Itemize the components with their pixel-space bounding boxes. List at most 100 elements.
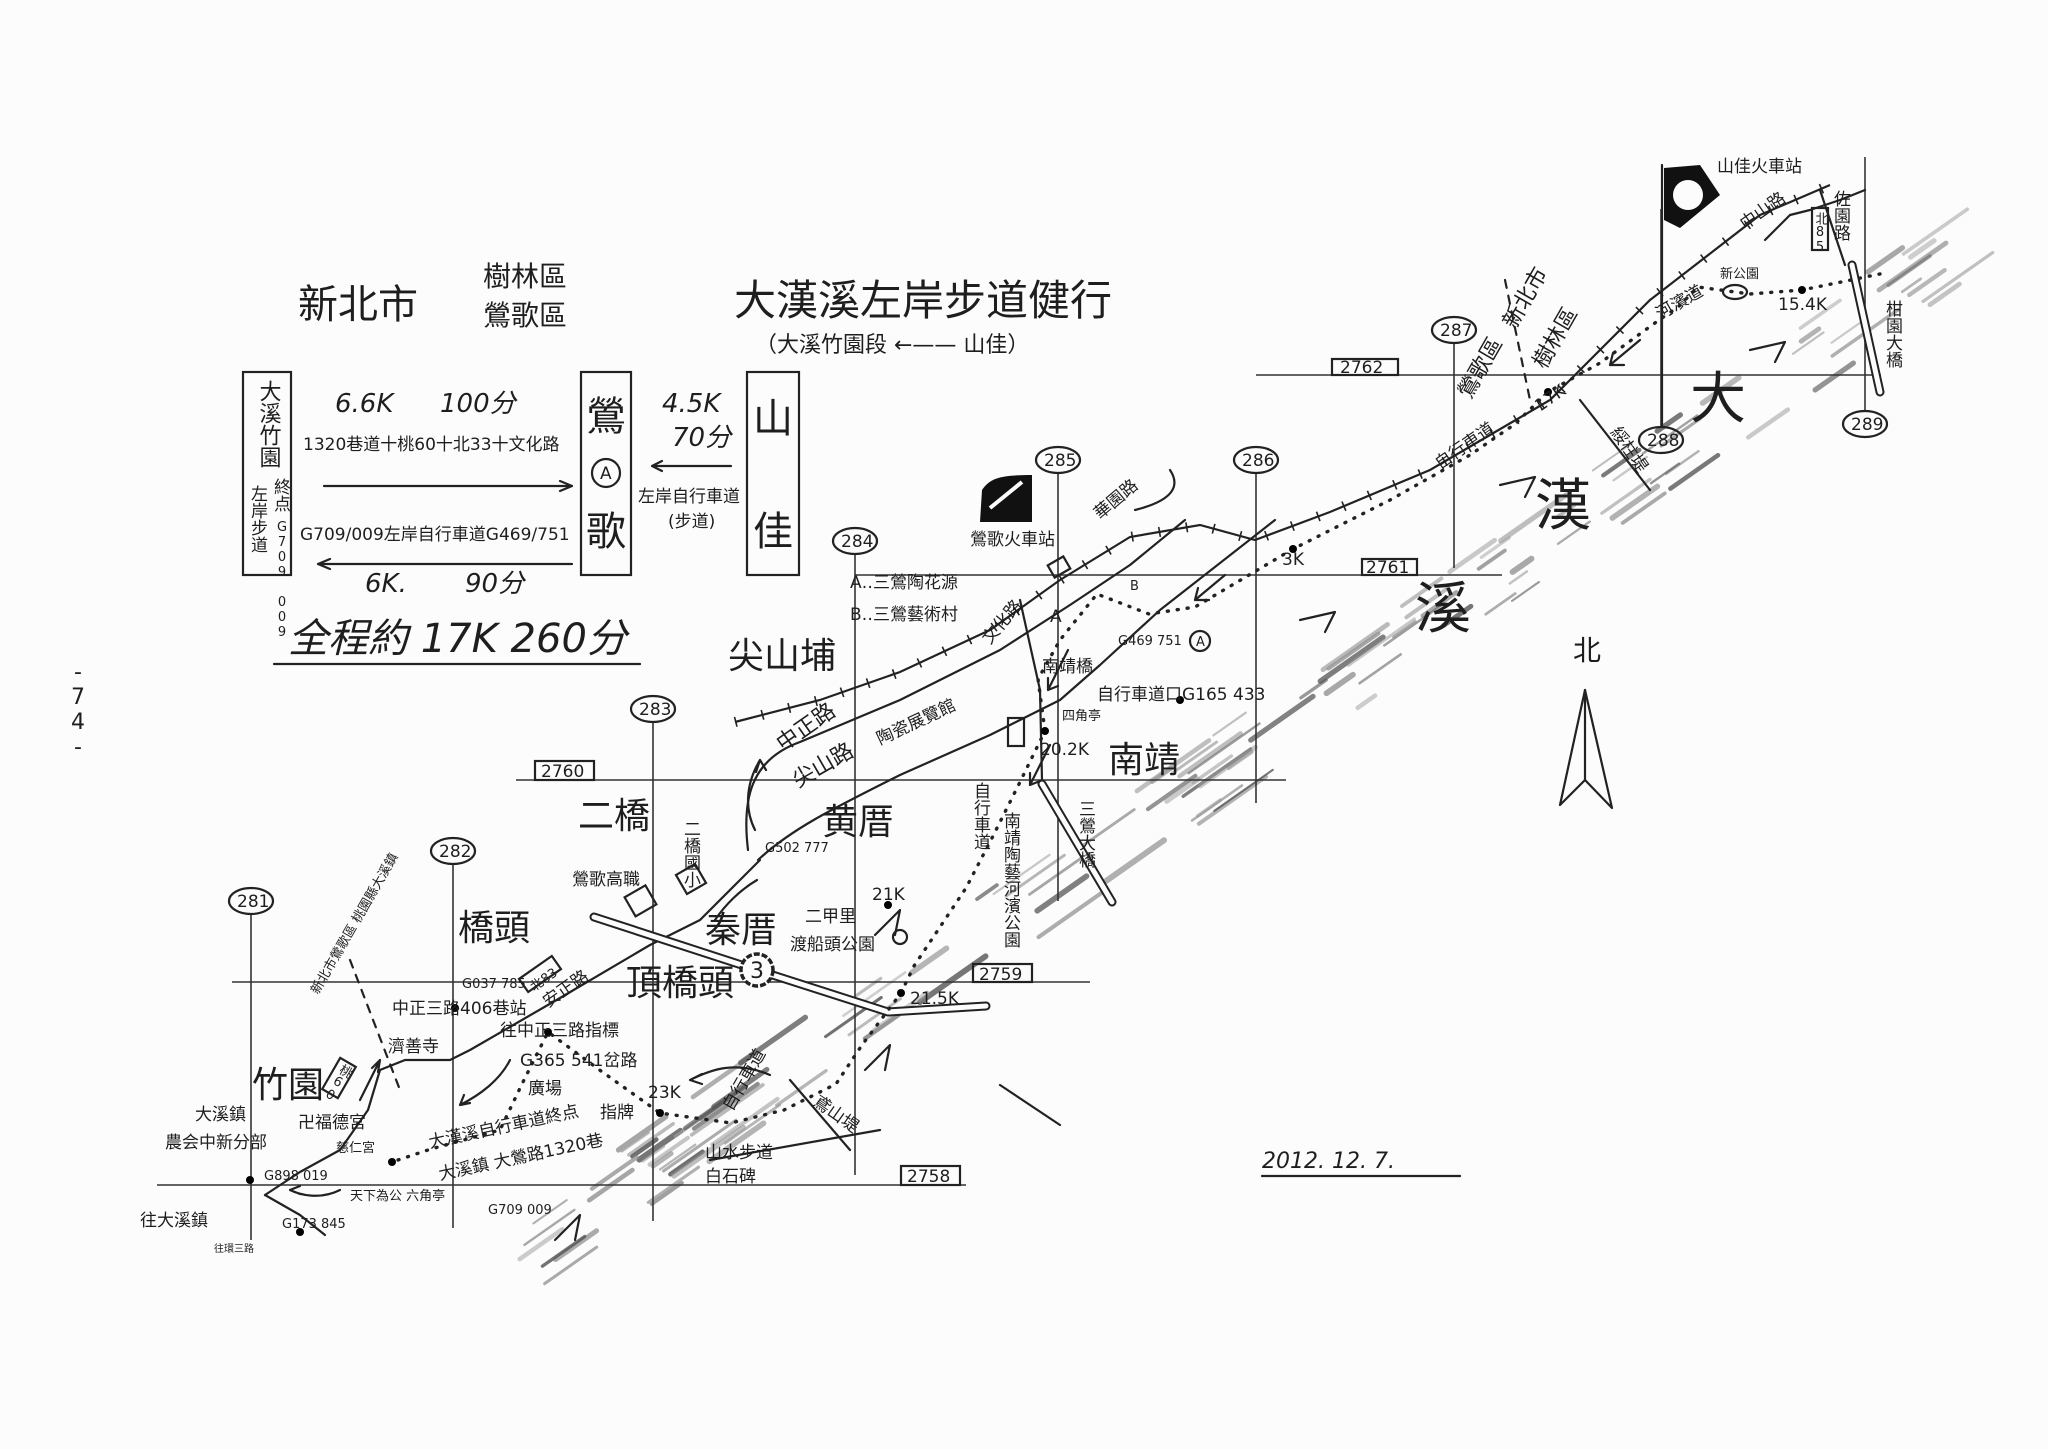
legend-a: A‥三鶯陶花源 — [850, 573, 958, 593]
leg-west-back-time: 90分 — [465, 569, 526, 599]
label-to-zhongzheng3: 往中正三路指標 — [500, 1021, 619, 1041]
river-hatch-stroke — [1927, 281, 1962, 308]
label-to-road: 往環三路 — [214, 1242, 254, 1255]
river-hatch-stroke — [1447, 537, 1497, 575]
river-hatch-stroke — [1609, 483, 1661, 521]
label-to-daxi: 往大溪鎮 — [140, 1211, 208, 1231]
river-hatch-stroke — [1028, 855, 1086, 896]
river-hatch-stroke — [1476, 548, 1507, 571]
river-hatch-stroke — [1699, 374, 1742, 406]
direction-arrows — [288, 338, 1642, 1197]
grid-col-287: 287 — [1440, 321, 1472, 341]
drawing-date: 2012. 12. 7. — [1262, 1149, 1395, 1174]
river-hatch-stroke — [690, 1053, 755, 1100]
place-nanjing: 南靖 — [1108, 740, 1180, 781]
grid-col-284: 284 — [841, 532, 873, 552]
label-zuoyuan-rd: 佐園路 — [1830, 190, 1851, 241]
river-hatch-stroke — [1145, 773, 1198, 812]
river-hatch-stroke — [615, 1114, 669, 1153]
river-hatch-stroke — [1082, 808, 1136, 847]
leg-east-time: 70分 — [672, 423, 733, 453]
label-bikeway-upper: 自行車道 — [970, 782, 991, 850]
river-hatch-stroke — [1907, 238, 1937, 260]
river-hatch-stroke — [658, 1143, 697, 1171]
label-zhongzheng3-stop: 中正三路406巷站 — [392, 999, 526, 1019]
leg-east-route: 左岸自行車道 — [638, 487, 740, 507]
district-shulin: 樹林區 — [483, 260, 567, 293]
river-hatch-stroke — [523, 1208, 576, 1247]
ganyuan-bridge — [1847, 260, 1885, 397]
place-erqiao: 二橋 — [578, 796, 650, 837]
label-shanjia-station: 山佳火車站 — [1717, 157, 1802, 177]
river-hatch-stroke — [1659, 417, 1702, 448]
label-hexagon-pavilion: 天下為公 六角亭 — [350, 1188, 445, 1204]
shanjia-station-icon — [1660, 163, 1720, 429]
label-shanshui-trail: 山水步道 — [705, 1143, 773, 1163]
grid-col-288: 288 — [1647, 431, 1679, 451]
river-hatch-stroke — [1392, 620, 1418, 639]
start-name: 大溪竹園 — [256, 380, 282, 468]
river-hatch-stroke — [1812, 360, 1856, 393]
river-hatch-stroke — [689, 1083, 765, 1137]
highway-3-shield-icon: 3 — [739, 952, 775, 988]
marker-a-road: A — [1050, 607, 1062, 627]
yingge-station-icon — [980, 475, 1032, 522]
yingge-marker: A — [600, 464, 612, 484]
shanjia-bottom: 佳 — [753, 509, 793, 555]
label-fude-temple: 卍福德宮 — [298, 1113, 366, 1133]
place-dingqiaotou: 頂橋頭 — [626, 963, 734, 1004]
school-building-icon — [623, 883, 658, 918]
marker-b: B — [1130, 579, 1139, 594]
river-hatch-stroke — [1921, 250, 1995, 304]
district-boundary — [1503, 278, 1532, 402]
park-icon — [891, 928, 909, 946]
river-hatch-stroke — [649, 1180, 684, 1206]
pond-icon — [1721, 283, 1749, 301]
river-hatch-stroke — [532, 1199, 568, 1225]
river-hatch-stroke — [1668, 452, 1721, 491]
river-hatch-stroke — [862, 1012, 901, 1041]
river-hatch-stroke — [1508, 570, 1529, 585]
river-hatch-stroke — [1441, 603, 1474, 628]
school-building-icon — [674, 862, 708, 896]
leg-east-distance: 4.5K — [662, 389, 722, 419]
label-23k: 23K — [648, 1083, 682, 1103]
river-hatch-stroke — [1620, 491, 1667, 525]
bei83-box — [517, 954, 563, 994]
label-pavilion: 四角亭 — [1062, 708, 1101, 724]
river-hatch-stroke — [775, 1069, 828, 1107]
label-white-stone: 白石碑 — [705, 1167, 756, 1187]
river-hatch-stroke — [1600, 477, 1652, 515]
river-hatch-stroke — [540, 1234, 587, 1268]
place-qiaotou: 橋頭 — [458, 908, 530, 949]
label-21-5k: 21.5K — [910, 989, 960, 1009]
river-hatch-stroke — [517, 1226, 565, 1262]
grid-col-289: 289 — [1851, 415, 1883, 435]
legend-b: B‥三鶯藝術村 — [850, 605, 958, 625]
river-hatch-stroke — [738, 1014, 809, 1066]
label-bike-entrance: 自行車道口G165 433 — [1097, 685, 1265, 705]
label-15-4k: 15.4K — [1778, 295, 1828, 315]
trail-points — [246, 286, 1806, 1236]
river-hatch-stroke — [711, 1066, 770, 1110]
label-zhongshan-rd: 中山路 — [1736, 188, 1789, 234]
river-hatch-stroke — [1420, 590, 1459, 618]
label-erqiao-school: 二橋國小 — [680, 820, 701, 889]
total-summary: 全程約 17K 260分 — [288, 616, 630, 662]
river-hatch-stroke — [1191, 754, 1234, 785]
river-hatch-stroke — [847, 997, 902, 1037]
start-end: 終点 — [270, 478, 291, 512]
river-hatch-stroke — [1177, 731, 1243, 779]
label-sanying-bridge: 三鶯大橋 — [1075, 800, 1096, 869]
river-hatch-stroke — [1196, 774, 1269, 826]
start-gps: G709 009 — [275, 520, 290, 640]
yingge-bottom: 歌 — [586, 509, 626, 555]
levee-line — [998, 1083, 1062, 1127]
label-bei85: 北85 — [1813, 212, 1829, 255]
label-cien-temple: 慈仁宮 — [336, 1140, 375, 1156]
river-hatch-stroke — [1641, 414, 1699, 455]
label-nanjing-park: 南靖陶藝河濱公園 — [1000, 812, 1021, 948]
grid-row-2758: 2758 — [907, 1167, 950, 1187]
grid-col-282: 282 — [439, 842, 471, 862]
label-ferry-park: 渡船頭公園 — [790, 935, 875, 955]
